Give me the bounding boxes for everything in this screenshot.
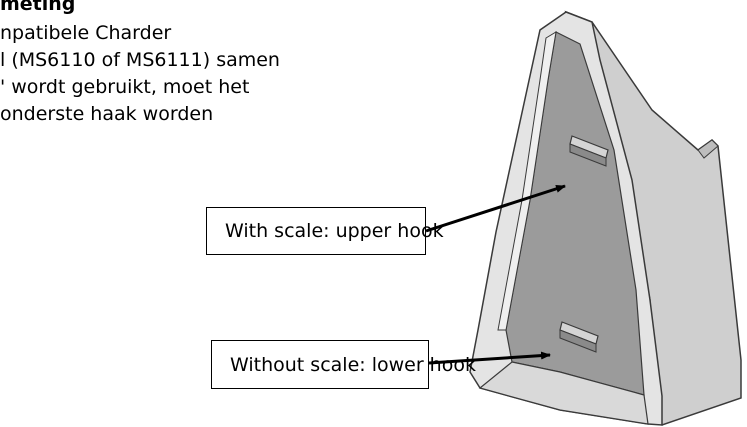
cradle-rim xyxy=(497,31,557,331)
lower-hook-callout-text: Without scale: lower hook xyxy=(230,353,476,376)
lower-hook-callout: Without scale: lower hook xyxy=(211,340,476,389)
lower-hook-arrow xyxy=(428,351,551,365)
paragraph-line: npatibele Charder xyxy=(0,22,172,44)
cradle-base-tray xyxy=(478,361,649,425)
paragraph-line: onderste haak worden xyxy=(0,103,214,125)
upper-hook-callout-text: With scale: upper hook xyxy=(225,220,444,242)
upper-hook-callout: With scale: upper hook xyxy=(206,207,444,255)
upper-hook-arrow xyxy=(425,184,566,233)
section-heading: meting xyxy=(0,0,76,15)
instruction-paragraph: npatibele Charder l (MS6110 of MS6111) s… xyxy=(0,20,280,128)
paragraph-line: l (MS6110 of MS6111) samen xyxy=(0,49,280,71)
paragraph-line: ' wordt gebruikt, moet het xyxy=(0,76,250,98)
